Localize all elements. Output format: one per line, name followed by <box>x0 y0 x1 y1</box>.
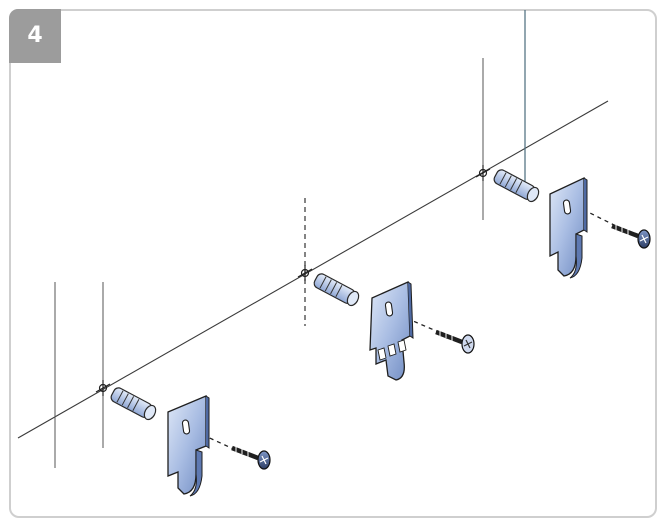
screw-middle <box>435 329 475 354</box>
drill-mark-middle <box>297 265 313 281</box>
drill-mark-left <box>95 380 111 396</box>
mounting-bracket-left <box>167 395 210 497</box>
wall-plug-middle <box>313 273 360 307</box>
screw-left <box>231 445 271 470</box>
step-number-badge: 4 <box>9 9 61 63</box>
screw-right <box>611 223 651 249</box>
panel-frame <box>9 9 657 518</box>
drill-mark-right <box>475 165 491 181</box>
mounting-bracket-right <box>549 176 588 279</box>
wall-plug-right <box>493 169 540 203</box>
wall-plug-left <box>110 387 157 421</box>
mounting-bracket-middle <box>369 281 414 381</box>
level-reference-line <box>17 100 609 439</box>
